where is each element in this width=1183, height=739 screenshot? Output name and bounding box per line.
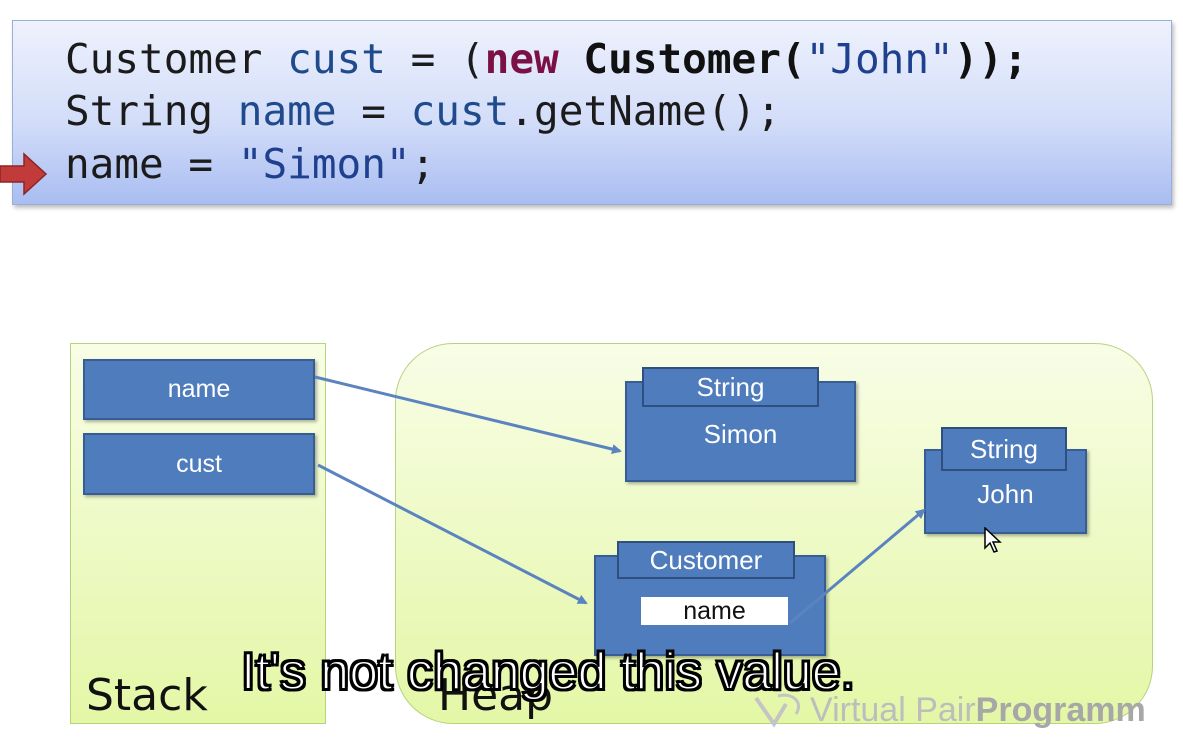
customer-field-name: name	[641, 597, 788, 625]
code-panel: Customer cust = (new Customer("John")); …	[12, 20, 1172, 205]
watermark-light-text: Virtual Pair	[810, 690, 976, 729]
code-type-customer: Customer	[65, 35, 263, 83]
code-line-1: Customer cust = (new Customer("John"));	[65, 33, 1028, 85]
code-var-name: name	[237, 87, 337, 135]
stack-label: Stack	[86, 670, 208, 721]
heap-label: Heap	[438, 670, 554, 721]
code-keyword-new: new	[484, 35, 559, 83]
code-class-customer: Customer	[583, 35, 781, 83]
code-target-cust: cust	[410, 87, 510, 135]
code-assign: =	[163, 140, 238, 188]
code-var-cust: cust	[287, 35, 386, 83]
code-end: ));	[953, 35, 1028, 83]
code-assign: =	[336, 87, 411, 135]
code-var-name: name	[65, 140, 164, 188]
code-end: ;	[410, 140, 436, 188]
heap-customer-type: Customer	[617, 541, 795, 579]
code-type-string: String	[65, 87, 214, 135]
heap-string-john-type: String	[941, 427, 1067, 471]
heap-string-simon-value: Simon	[703, 419, 778, 449]
watermark-logo-icon	[754, 693, 801, 728]
watermark: Virtual Pair Programm	[752, 690, 1146, 730]
stack-var-cust: cust	[83, 433, 315, 495]
code-string-simon: "Simon"	[237, 140, 411, 188]
heap-string-simon-type: String	[642, 367, 819, 407]
code-call-getname: .getName();	[509, 87, 781, 135]
current-line-arrow-icon	[0, 152, 48, 196]
code-string-john: "John"	[805, 35, 954, 83]
video-caption: It's not changed this value.	[240, 643, 856, 701]
code-line-2: String name = cust.getName();	[65, 85, 781, 137]
code-line-3: name = "Simon";	[65, 138, 435, 190]
mouse-cursor-icon	[984, 527, 1002, 553]
stack-var-name: name	[83, 359, 315, 420]
code-assign: = (	[385, 35, 485, 83]
heap-string-john-value: John	[977, 479, 1034, 509]
code-open-paren: (	[780, 35, 806, 83]
watermark-strong-text: Programm	[975, 690, 1146, 729]
